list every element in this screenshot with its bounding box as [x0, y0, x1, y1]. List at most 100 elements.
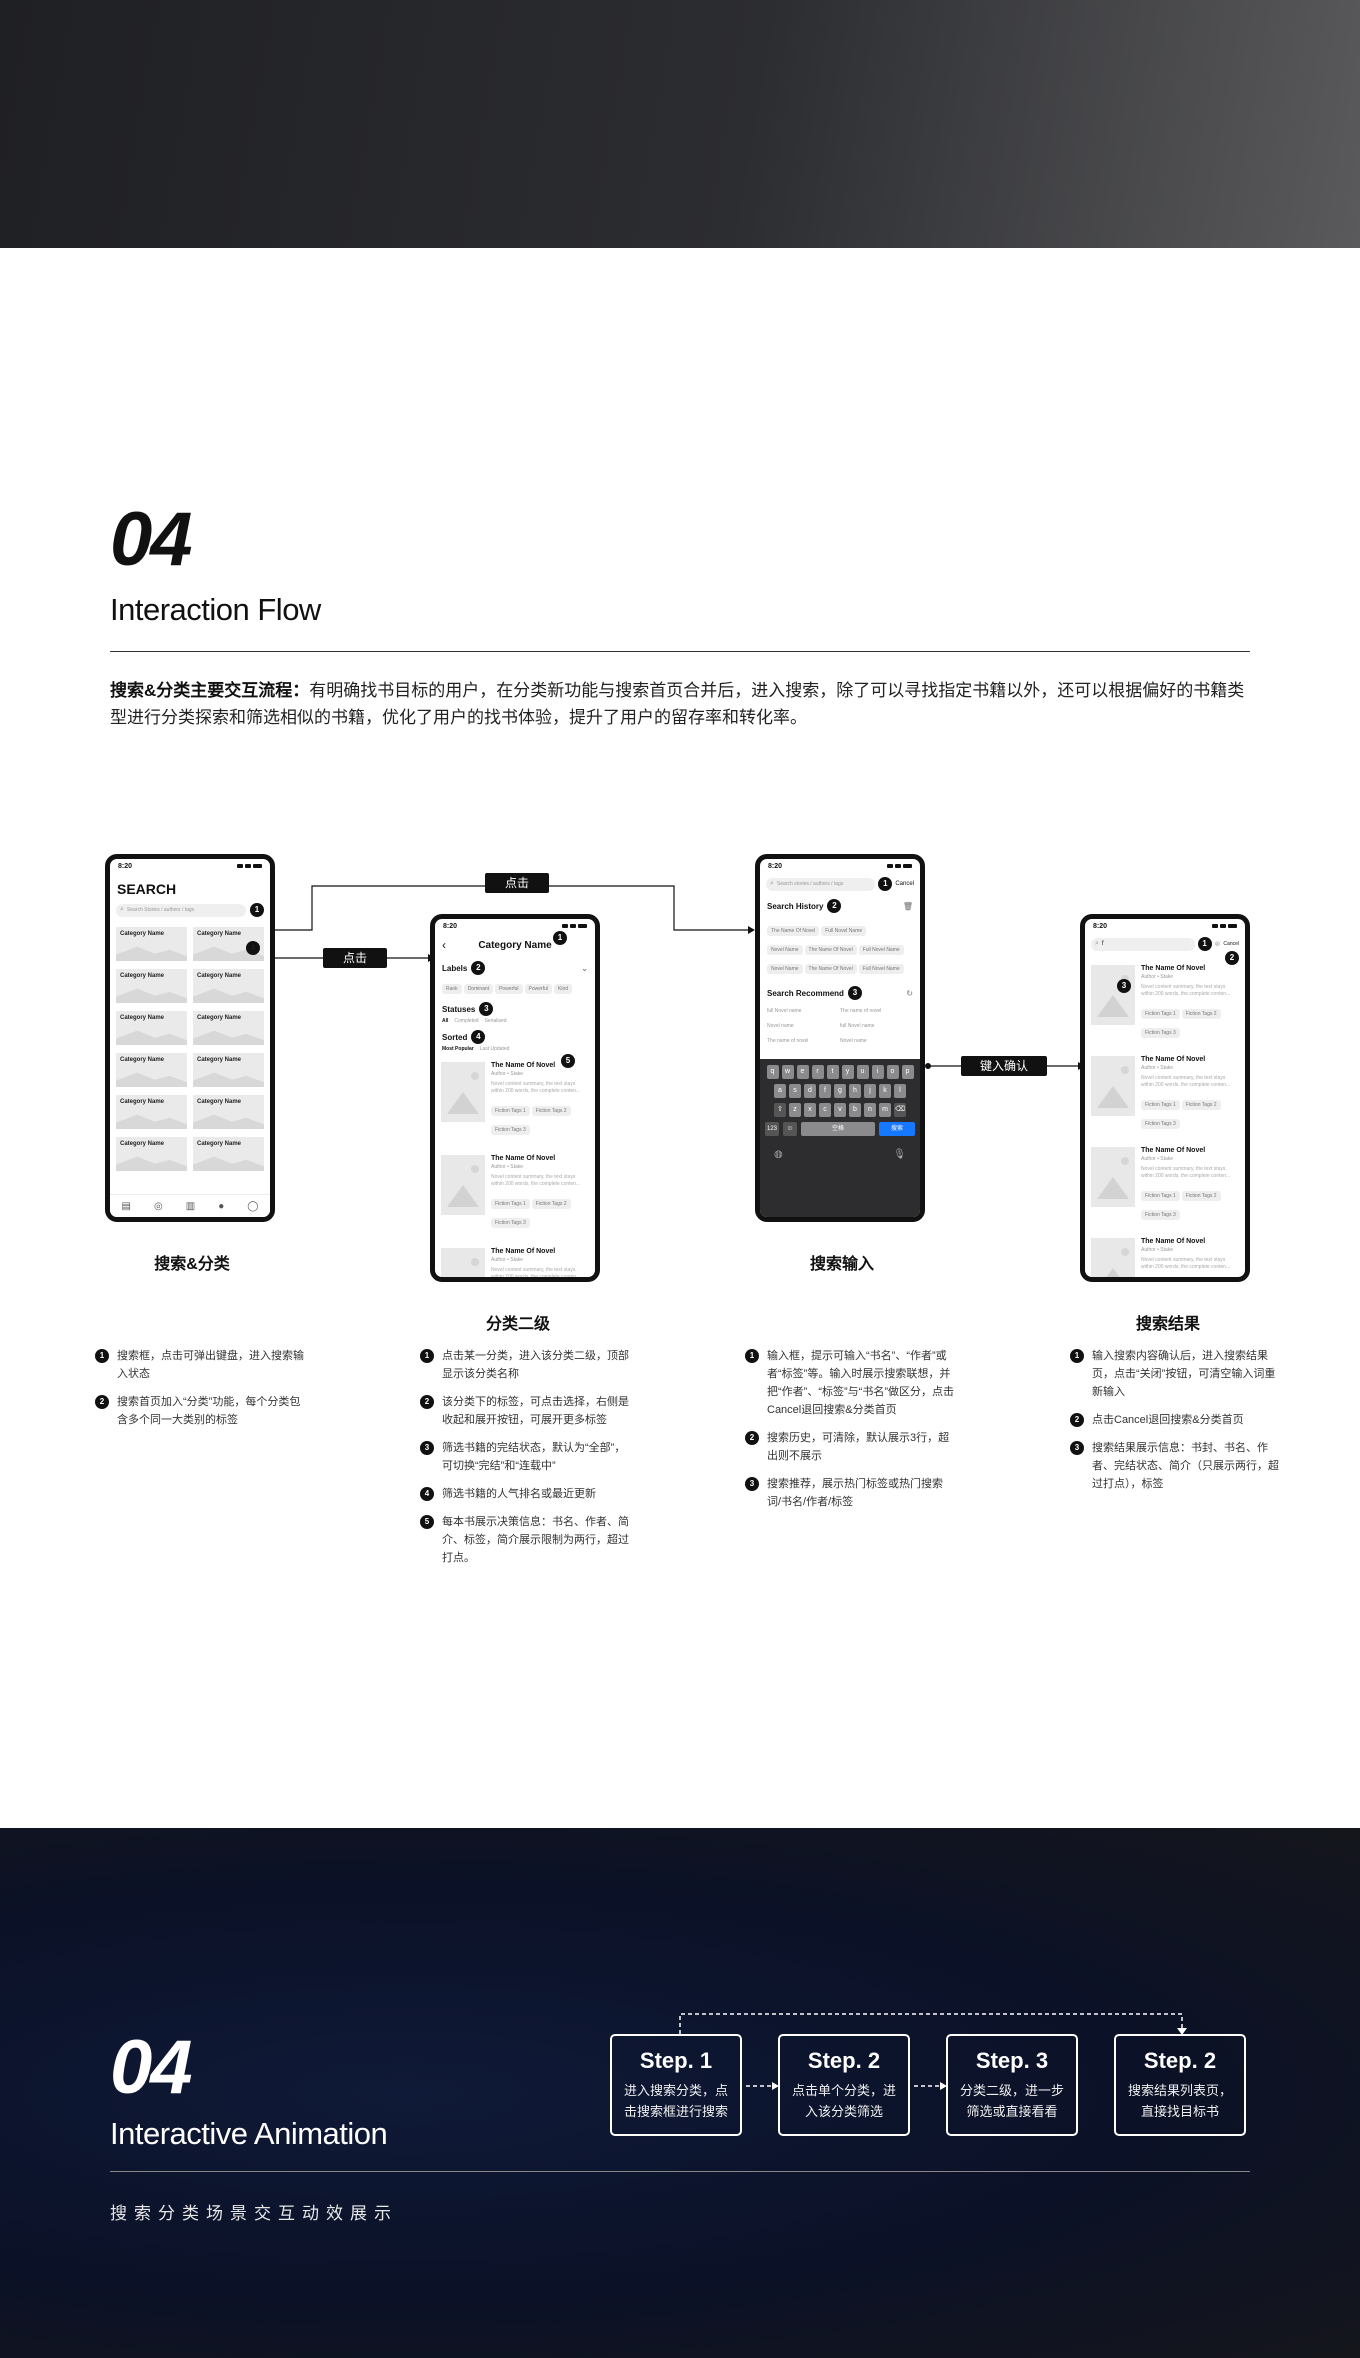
- search-tab-icon[interactable]: ●: [218, 1200, 225, 1212]
- keyboard-key[interactable]: t: [826, 1065, 839, 1079]
- history-chip[interactable]: The Name Of Novel: [804, 945, 857, 955]
- back-icon[interactable]: ‹: [442, 938, 446, 952]
- history-chip[interactable]: Full Novel Name: [858, 964, 904, 974]
- keyboard-key[interactable]: z: [789, 1103, 801, 1117]
- search-input[interactable]: ⌕ Search Stories / authors / tags: [116, 903, 246, 917]
- label-chip[interactable]: Powerful: [524, 984, 552, 994]
- category-card[interactable]: Category Name: [193, 1053, 264, 1087]
- keyboard-key[interactable]: s: [789, 1084, 801, 1098]
- backspace-icon[interactable]: ⌫: [894, 1103, 906, 1117]
- category-card[interactable]: Category Name: [116, 969, 187, 1003]
- keyboard-key[interactable]: h: [849, 1084, 861, 1098]
- status-option[interactable]: All: [442, 1018, 449, 1024]
- home-tab-icon[interactable]: ▤: [121, 1200, 131, 1212]
- recommend-item[interactable]: The name of novel: [840, 1008, 882, 1014]
- keyboard-key[interactable]: r: [811, 1065, 824, 1079]
- keyboard-key[interactable]: p: [901, 1065, 914, 1079]
- clear-icon[interactable]: ⊗: [1214, 941, 1221, 948]
- label-chip[interactable]: Dominant: [463, 984, 494, 994]
- label-chip[interactable]: Powerful: [495, 984, 523, 994]
- label-chip[interactable]: Rank: [442, 984, 462, 994]
- category-card[interactable]: Category Name: [116, 1011, 187, 1045]
- category-card[interactable]: Category Name: [193, 1011, 264, 1045]
- cancel-button[interactable]: Cancel: [1223, 941, 1239, 947]
- keyboard-key[interactable]: x: [804, 1103, 816, 1117]
- keyboard-key[interactable]: v: [834, 1103, 846, 1117]
- keyboard-key[interactable]: q: [766, 1065, 779, 1079]
- sort-option[interactable]: Last Updated: [479, 1046, 510, 1052]
- keyboard-key[interactable]: u: [856, 1065, 869, 1079]
- keyboard-key[interactable]: y: [841, 1065, 854, 1079]
- keyboard-key[interactable]: o: [886, 1065, 899, 1079]
- category-card[interactable]: Category Name: [193, 969, 264, 1003]
- category-card[interactable]: Category Name: [116, 927, 187, 961]
- recommend-item[interactable]: The name of novel: [767, 1038, 809, 1044]
- category-card[interactable]: Category Name: [116, 1137, 187, 1171]
- keyboard-key[interactable]: j: [864, 1084, 876, 1098]
- history-chip[interactable]: Novel Name: [767, 945, 803, 955]
- category-card[interactable]: Category Name: [116, 1095, 187, 1129]
- keyboard-key[interactable]: d: [804, 1084, 816, 1098]
- keyboard-key[interactable]: l: [894, 1084, 906, 1098]
- label-chip[interactable]: Kind: [554, 984, 573, 994]
- profile-tab-icon[interactable]: ◯: [247, 1200, 259, 1212]
- keyboard-key[interactable]: c: [819, 1103, 831, 1117]
- space-key[interactable]: 空格: [801, 1122, 875, 1136]
- shift-icon[interactable]: ⇧: [774, 1103, 786, 1117]
- keyboard-key[interactable]: m: [879, 1103, 891, 1117]
- sort-option[interactable]: Most Popular: [442, 1046, 474, 1052]
- cancel-button[interactable]: Cancel: [895, 881, 914, 887]
- category-card[interactable]: Category Name: [193, 1137, 264, 1171]
- history-chip[interactable]: Novel Name: [767, 964, 803, 974]
- history-chip[interactable]: Full Novel Name: [858, 945, 904, 955]
- status-option[interactable]: Completed: [454, 1018, 479, 1024]
- discover-tab-icon[interactable]: ◎: [153, 1200, 163, 1212]
- recommend-item[interactable]: Novel name: [840, 1038, 867, 1044]
- keyboard-key[interactable]: i: [871, 1065, 884, 1079]
- keyboard-key[interactable]: b: [849, 1103, 861, 1117]
- step-card-2: Step. 2 点击单个分类，进入该分类筛选: [778, 2034, 910, 2136]
- emoji-icon[interactable]: ☺: [783, 1122, 797, 1136]
- status-option[interactable]: Serialised: [484, 1018, 507, 1024]
- keyboard-key[interactable]: f: [819, 1084, 831, 1098]
- section-description: 搜索&分类主要交互流程：有明确找书目标的用户，在分类新功能与搜索首页合并后，进入…: [110, 677, 1250, 731]
- search-input[interactable]: ⌕ Search stories / authors / tags: [766, 877, 876, 891]
- expand-icon[interactable]: ⌄: [581, 963, 588, 973]
- globe-icon[interactable]: ◍: [774, 1149, 783, 1160]
- keyboard-key[interactable]: g: [834, 1084, 846, 1098]
- recommend-item[interactable]: full Novel name: [767, 1008, 802, 1014]
- keyboard-key[interactable]: w: [781, 1065, 794, 1079]
- search-input[interactable]: ⌕ f: [1091, 937, 1195, 951]
- library-tab-icon[interactable]: ▥: [185, 1200, 196, 1212]
- history-chip[interactable]: The Name Of Novel: [804, 964, 857, 974]
- step-desc: 进入搜索分类，点击搜索框进行搜索: [623, 2083, 728, 2119]
- keyboard-key[interactable]: a: [774, 1084, 786, 1098]
- trash-icon[interactable]: 🗑: [902, 901, 913, 911]
- recommend-item[interactable]: full Novel name: [840, 1023, 875, 1029]
- keyboard-key[interactable]: e: [796, 1065, 809, 1079]
- recommend-item[interactable]: Novel name: [767, 1023, 794, 1029]
- refresh-icon[interactable]: ↻: [906, 988, 913, 998]
- mic-icon[interactable]: 🎙: [893, 1149, 906, 1160]
- status-icons: [562, 924, 587, 928]
- category-card[interactable]: Category Name: [193, 1095, 264, 1129]
- history-chip[interactable]: The Name Of Novel: [767, 926, 820, 936]
- numbers-key[interactable]: 123: [765, 1122, 779, 1136]
- keyboard-key[interactable]: k: [879, 1084, 891, 1098]
- caption-category-level2: 分类二级: [485, 1316, 550, 1333]
- category-card[interactable]: Category Name: [116, 1053, 187, 1087]
- marker-3: 3: [1117, 979, 1131, 993]
- history-chip[interactable]: Full Novel Name: [821, 926, 867, 936]
- search-key[interactable]: 搜索: [879, 1122, 915, 1136]
- keyboard-key[interactable]: n: [864, 1103, 876, 1117]
